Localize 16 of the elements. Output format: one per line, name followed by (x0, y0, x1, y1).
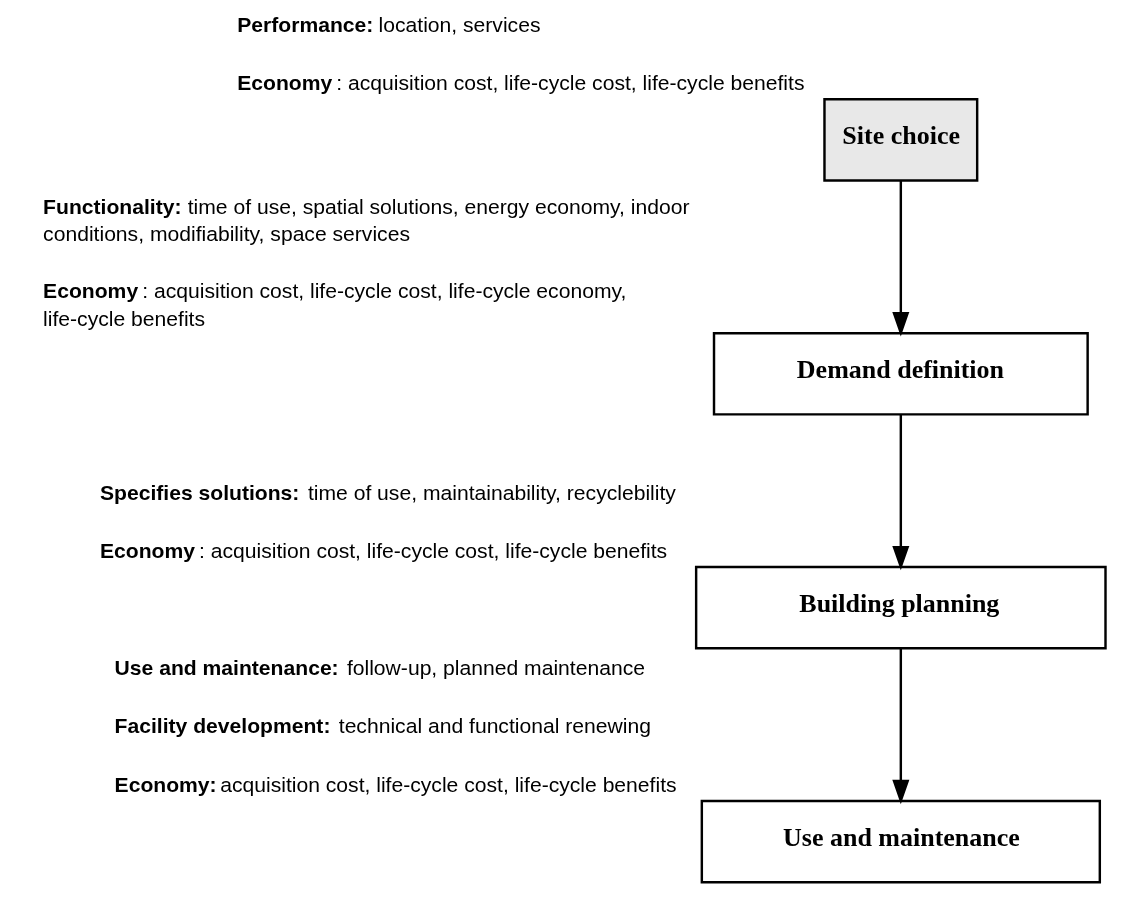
node-label: Economy: acquisition cost, life-cycle cost, life-cycle benefits (99, 538, 668, 562)
arrow (892, 648, 910, 805)
node-box: Site choice (823, 98, 979, 182)
arrow (892, 414, 910, 571)
node-label: Performance: location, services (237, 12, 541, 36)
node-box: Use and maintenance (700, 799, 1102, 884)
node-box: Building planning (694, 565, 1107, 650)
node-label: Use and maintenance: follow-up, planned maintenance (114, 655, 645, 679)
node-label: Economy: acquisition cost, life-cycle cost, life-cycle benefits (237, 71, 805, 95)
arrow (892, 180, 910, 337)
node-box: Demand definition (712, 331, 1089, 416)
node-label: Economy: acquisition cost, life-cycle cost, life-cycle economy, life-cycle benefits (43, 279, 627, 330)
node-label: Specifies solutions: time of use, maintainability, recyclebility (99, 480, 676, 504)
node-label: Facility development: technical and functional renewing (114, 714, 651, 738)
node-label: Functionality: time of use, spatial solutions, energy economy, indoor conditions, modifiability, space services (43, 194, 690, 246)
node-label: Economy: acquisition cost, life-cycle cost, life-cycle benefits (114, 772, 677, 796)
